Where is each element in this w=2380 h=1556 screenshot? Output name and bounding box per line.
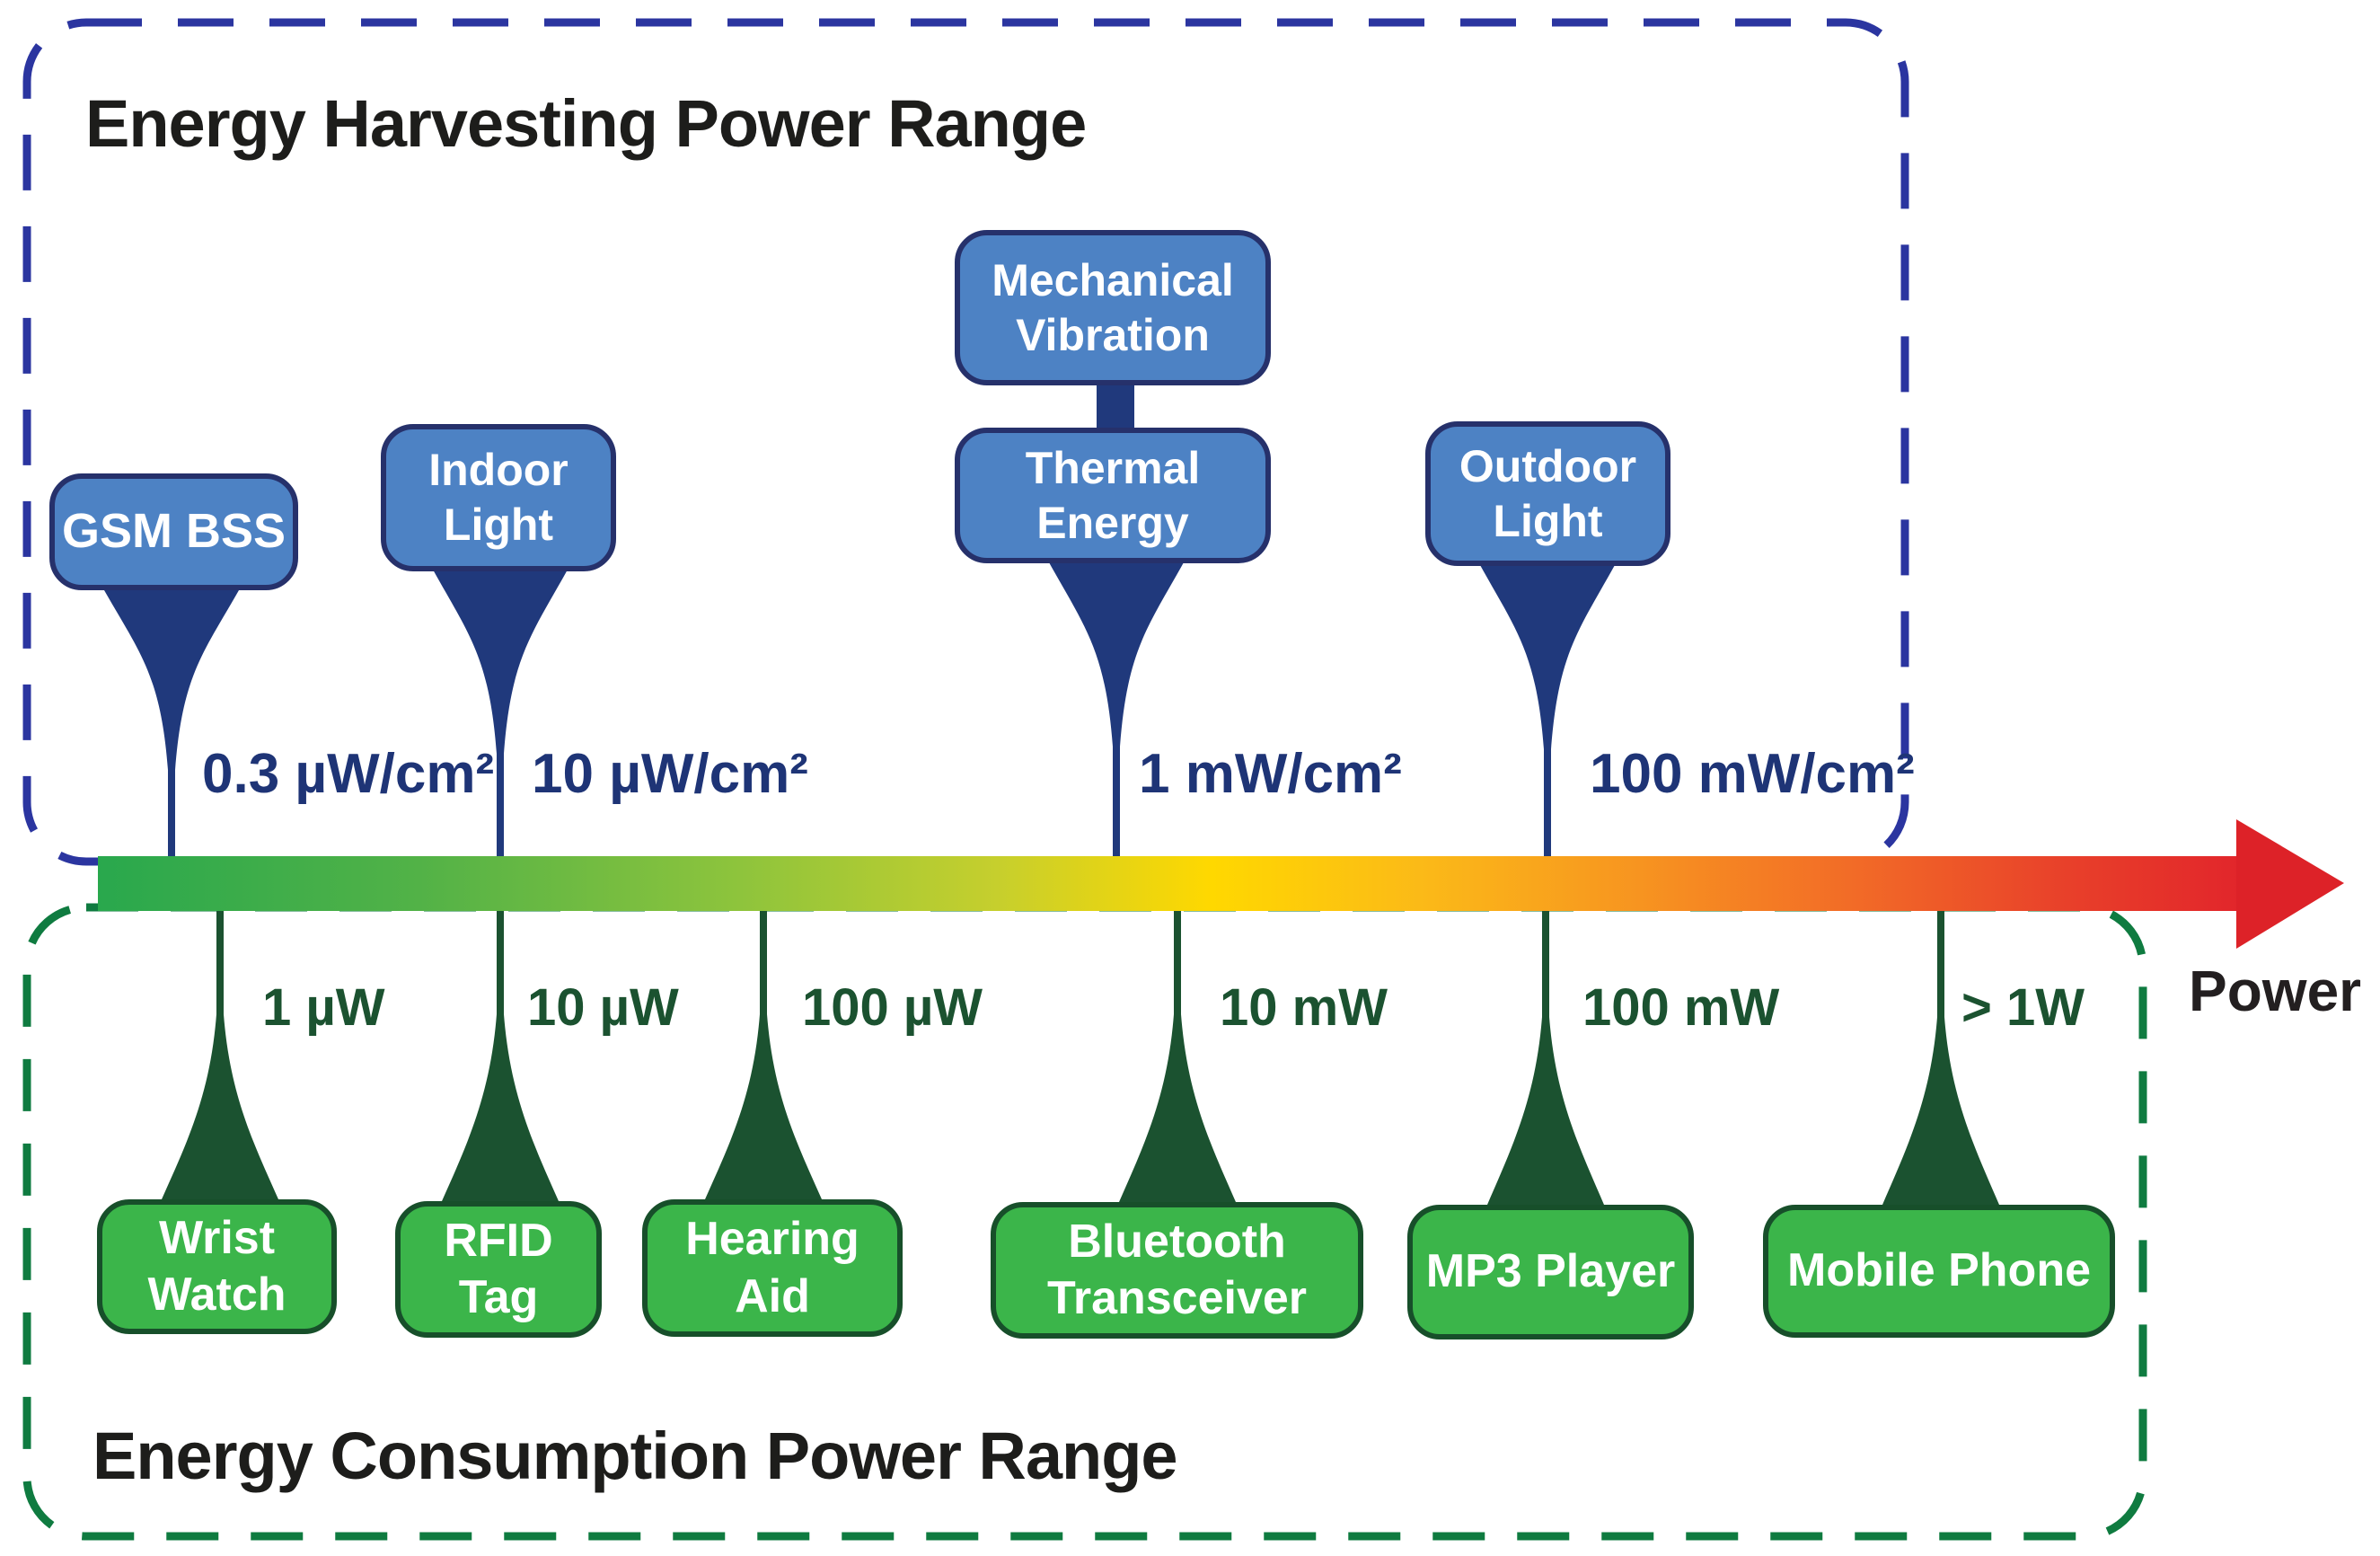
thermal-energy-value: 1 mW/cm²: [1139, 743, 1402, 805]
box-mechanical-vibration: Mechanical Vibration: [955, 230, 1271, 385]
hearing-aid-pin: [705, 911, 822, 1199]
rfid-tag-label: RFID Tag: [444, 1214, 553, 1323]
power-axis-arrowhead: [2236, 819, 2344, 949]
box-mobile-phone: Mobile Phone: [1763, 1205, 2115, 1338]
outdoor-light-value: 100 mW/cm²: [1590, 743, 1915, 805]
box-wrist-watch: Wrist Watch: [97, 1199, 337, 1334]
harvesting-title: Energy Harvesting Power Range: [85, 86, 1087, 161]
hearing-aid-value: 100 µW: [802, 978, 983, 1037]
bluetooth-transceiver-label: Bluetooth Transceiver: [1046, 1215, 1308, 1324]
mobile-phone-label: Mobile Phone: [1787, 1244, 2091, 1297]
mechanical-thermal-connector: [1097, 381, 1134, 433]
bluetooth-transceiver-value: 10 mW: [1220, 978, 1388, 1037]
wrist-watch-label: Wrist Watch: [147, 1211, 286, 1321]
consumption-title: Energy Consumption Power Range: [93, 1419, 1178, 1493]
indoor-light-label: Indoor Light: [428, 445, 569, 550]
thermal-energy-label: Thermal Energy: [1025, 442, 1201, 548]
wrist-watch-value: 1 µW: [262, 978, 385, 1037]
box-indoor-light: Indoor Light: [381, 424, 616, 571]
box-mp3-player: MP3 Player: [1407, 1205, 1694, 1339]
mp3-player-pin: [1487, 911, 1604, 1205]
gsm-bss-label: GSM BSS: [61, 504, 286, 559]
gsm-bss-pin: [104, 590, 239, 856]
mp3-player-value: 100 mW: [1582, 978, 1780, 1037]
box-outdoor-light: Outdoor Light: [1425, 421, 1670, 566]
box-hearing-aid: Hearing Aid: [642, 1199, 903, 1337]
outdoor-light-label: Outdoor Light: [1459, 440, 1637, 546]
rfid-tag-pin: [442, 911, 559, 1201]
gsm-bss-value: 0.3 µW/cm²: [202, 743, 495, 805]
mp3-player-label: MP3 Player: [1425, 1245, 1676, 1298]
rfid-tag-value: 10 µW: [527, 978, 679, 1037]
thermal-energy-pin: [1049, 562, 1184, 856]
indoor-light-value: 10 µW/cm²: [532, 743, 808, 805]
power-axis-bar: [98, 856, 2239, 911]
box-bluetooth-transceiver: Bluetooth Transceiver: [991, 1202, 1363, 1339]
mechanical-vibration-label: Mechanical Vibration: [992, 254, 1234, 360]
bluetooth-transceiver-pin: [1119, 911, 1236, 1202]
mobile-phone-value: > 1W: [1961, 978, 2085, 1037]
mobile-phone-pin: [1882, 911, 1999, 1205]
box-rfid-tag: RFID Tag: [395, 1201, 602, 1338]
box-thermal-energy: Thermal Energy: [955, 428, 1271, 563]
power-axis-label: Power: [2189, 959, 2362, 1023]
indoor-light-pin: [433, 570, 568, 856]
wrist-watch-pin: [162, 911, 278, 1199]
outdoor-light-pin: [1480, 565, 1615, 856]
hearing-aid-label: Hearing Aid: [685, 1213, 859, 1322]
box-gsm-bss: GSM BSS: [49, 473, 298, 590]
